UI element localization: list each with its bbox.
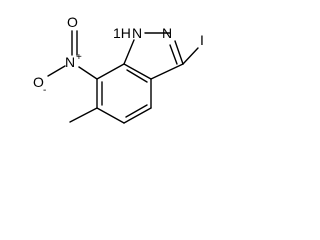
bond-n2-c3 xyxy=(174,40,184,65)
atom-label-nitro-o-top: O xyxy=(67,14,78,30)
bond-c5-c4-inner xyxy=(125,104,148,118)
bond-c3a-c7a-inner xyxy=(126,69,148,83)
molecule-svg: 1H N N I N + O O - xyxy=(33,14,204,124)
bond-c3-iodine xyxy=(182,47,199,65)
atom-label-n1h: 1H xyxy=(113,25,131,41)
atom-label-nitro-n: N xyxy=(65,54,75,70)
bond-nitro-n-o-left xyxy=(47,65,66,77)
atom-label-nitro-o-left: O xyxy=(33,74,44,90)
bond-c7a-c7 xyxy=(96,63,125,80)
bond-c5-c4 xyxy=(123,107,152,124)
atom-label-n2: N xyxy=(162,25,172,41)
bond-c3a-c7a xyxy=(123,63,152,80)
bond-c6-c5 xyxy=(96,107,125,124)
charge-label-nitro-n-plus: + xyxy=(76,52,82,63)
atom-label-iodine: I xyxy=(200,32,204,48)
bond-n2-c3-inner xyxy=(169,44,178,65)
atom-label-n1: N xyxy=(132,25,142,41)
bond-c7-nitro-n xyxy=(78,66,98,80)
charge-label-nitro-o-minus: - xyxy=(43,85,46,96)
bond-c3-c3a xyxy=(150,63,184,80)
bond-c7a-n1 xyxy=(123,39,135,65)
bond-c6-methyl xyxy=(69,107,98,123)
